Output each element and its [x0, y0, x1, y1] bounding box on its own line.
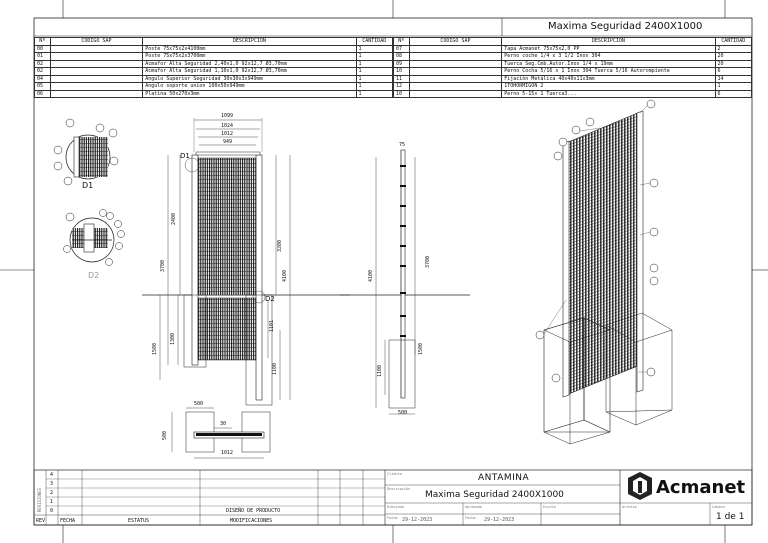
- label-description: Descripción: [387, 487, 411, 491]
- label-drawn: Dibujado: [387, 505, 404, 509]
- isometric-view: [535, 99, 673, 445]
- label-client: Cliente: [387, 472, 402, 476]
- dim-plan-1012: 1012: [221, 450, 234, 456]
- dim-front-1012: 1012: [221, 131, 234, 137]
- dim-front-1099: 1099: [221, 113, 234, 119]
- label-date-1: Fecha: [387, 516, 398, 520]
- label-file: Archivo: [622, 505, 637, 509]
- front-d2-marker: D2: [265, 295, 275, 303]
- rev-header: REV: [36, 518, 46, 524]
- detail-d2-label: D2: [88, 271, 100, 280]
- acmanet-logo-icon: [628, 472, 652, 500]
- date-approved: 29-12-2023: [484, 517, 515, 523]
- drawing-title: Maxima Seguridad 2400X1000: [425, 490, 564, 500]
- bom-cell-qty: 6: [714, 89, 753, 98]
- dim-plan-500-top: 500: [194, 401, 204, 407]
- dim-side-500: 500: [398, 410, 408, 416]
- front-d1-marker: D1: [180, 152, 190, 160]
- detail-d2: [63, 209, 125, 266]
- label-date-2: Fecha: [465, 516, 476, 520]
- brand-name: Acmanet: [656, 477, 746, 498]
- dim-plan-30: 30: [220, 421, 227, 427]
- revisions-vertical-label: REVISIONES: [37, 487, 42, 512]
- date-header: FECHA: [60, 518, 76, 524]
- detail-d1-label: D1: [82, 181, 94, 190]
- rev-row-0: 0: [50, 508, 54, 514]
- rev-row-2: 2: [50, 490, 54, 496]
- label-approved: Aprobado: [465, 505, 482, 509]
- plan-view: [171, 407, 271, 459]
- rev-row-4: 4: [50, 472, 54, 478]
- label-sheet: Lámina: [712, 505, 725, 509]
- date-drawn: 29-12-2023: [402, 517, 433, 523]
- detail-d1: [53, 118, 119, 186]
- design-label: DISEÑO DE PRODUCTO: [226, 508, 281, 514]
- front-view: [142, 118, 350, 406]
- side-view: [340, 149, 470, 415]
- rev-row-1: 1: [50, 499, 54, 505]
- bom-cell-qty: 1: [355, 89, 394, 98]
- dim-front-949: 949: [223, 139, 233, 145]
- sheet-title: Maxima Seguridad 2400X1000: [548, 21, 703, 32]
- status-header: ESTATUS: [128, 518, 150, 524]
- rev-row-3: 3: [50, 481, 54, 487]
- mods-header: MODIFICACIONES: [230, 518, 273, 524]
- label-scale: Escala: [543, 505, 556, 509]
- sheet-number: 1 de 1: [716, 512, 745, 522]
- dim-side-75: 75: [399, 142, 406, 148]
- dim-front-1024: 1024: [221, 123, 234, 129]
- client-name: ANTAMINA: [478, 473, 530, 483]
